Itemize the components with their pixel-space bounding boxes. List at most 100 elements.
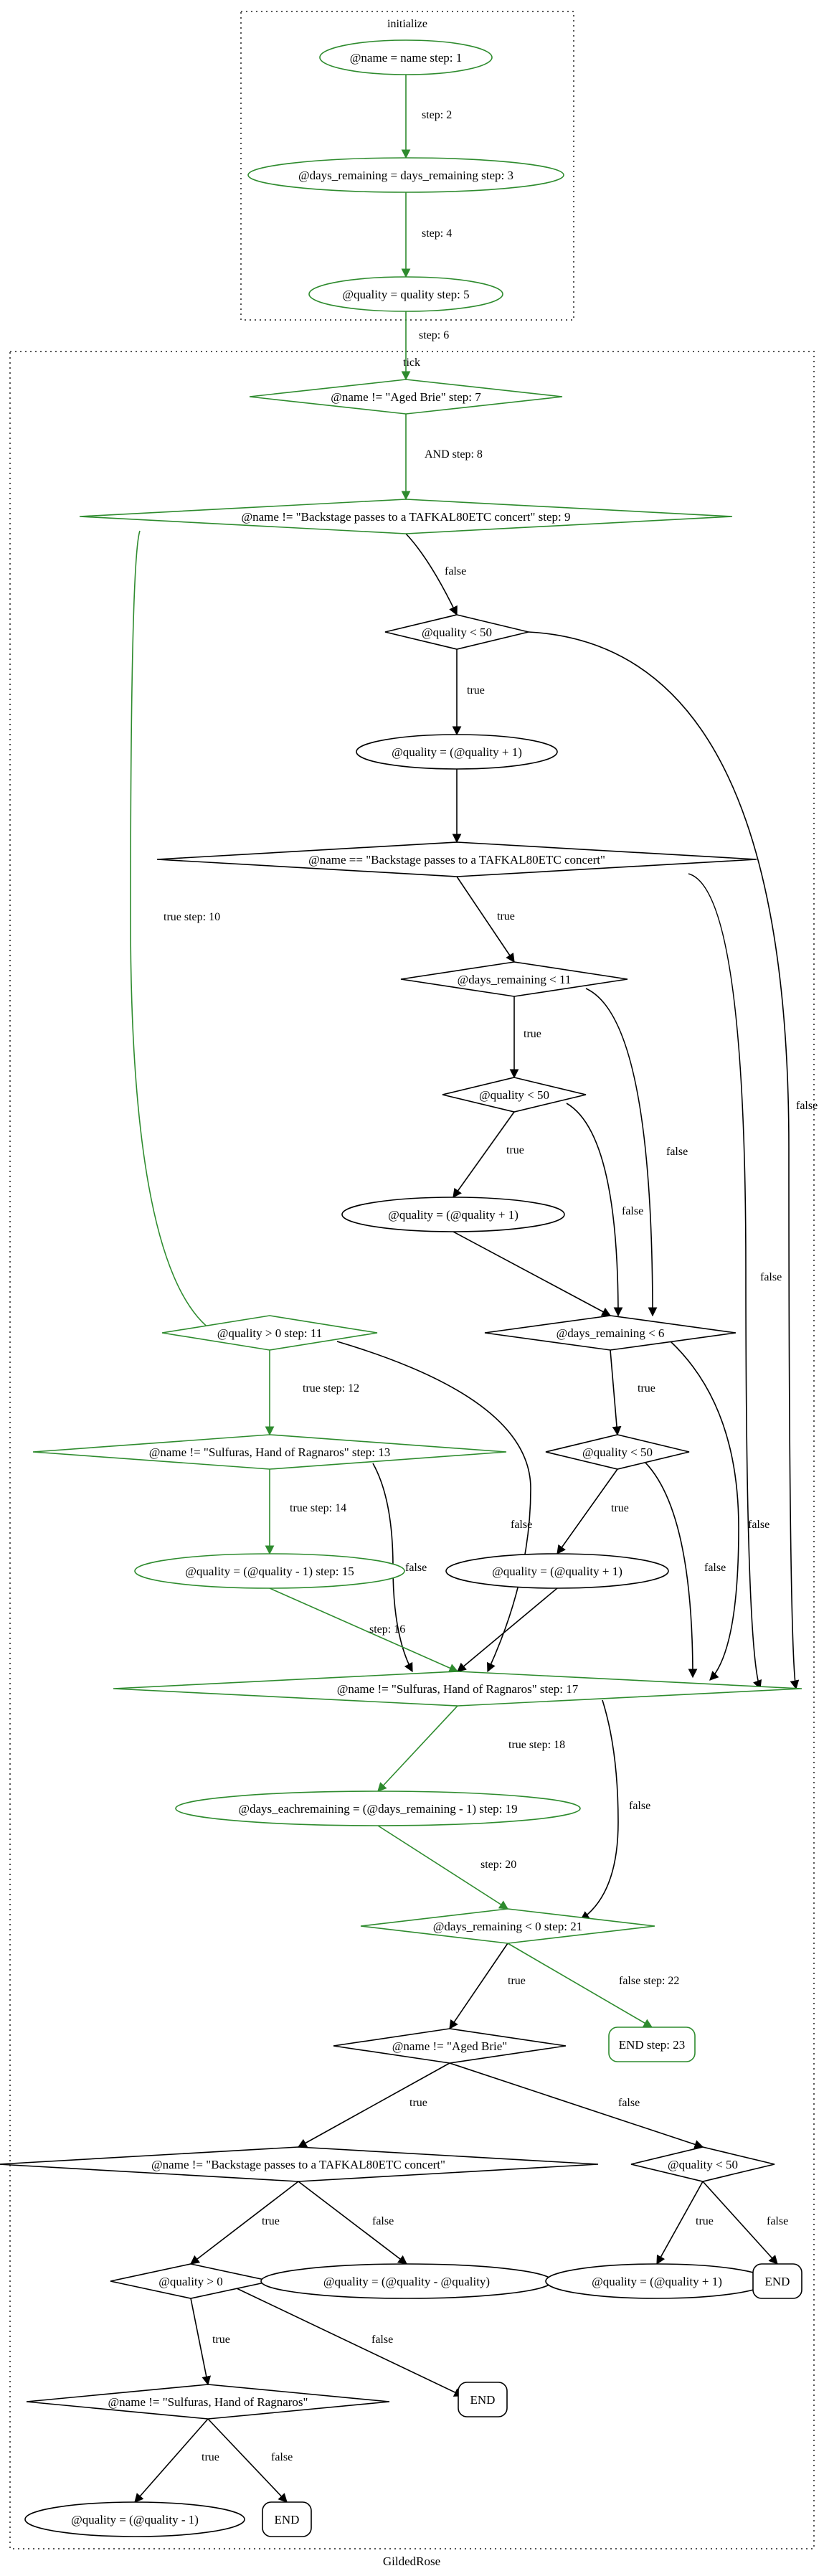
edge-qgt0-to-sulf3 — [190, 2298, 212, 2386]
node-qdec2-shape — [24, 2501, 245, 2537]
edge-q50c-to-n17-label: false — [704, 1562, 726, 1574]
edge-agedbrie2-to-q50d-label: false — [618, 2097, 640, 2109]
node-n1-label: @name = name step: 1 — [350, 51, 462, 65]
edge-q50c-to-n17 — [641, 1458, 698, 1679]
node-n17-shape — [113, 1671, 802, 1707]
edge-bseq-to-dr11 — [456, 876, 515, 963]
edge-dr11-to-q50b-label: true — [524, 1028, 541, 1040]
cluster-tick-label: tick — [403, 357, 420, 369]
node-dr6-shape — [484, 1315, 737, 1351]
node-n5-shape — [308, 276, 503, 312]
node-n19-label: @days_eachremaining = (@days_remaining -… — [238, 1802, 517, 1816]
node-n13-label: @name != "Sulfuras, Hand of Ragnaros" st… — [149, 1445, 391, 1459]
edge-q50b-to-dr6 — [566, 1103, 623, 1317]
edge-qgt0-to-end2 — [236, 2288, 464, 2397]
node-n3-label: @days_remaining = days_remaining step: 3 — [298, 169, 513, 182]
node-qdec2-label: @quality = (@quality - 1) — [71, 2513, 199, 2527]
node-n19-shape — [175, 1791, 581, 1826]
node-bsne: @name != "Backstage passes to a TAFKAL80… — [0, 2146, 599, 2182]
node-n17-label: @name != "Sulfuras, Hand of Ragnaros" st… — [337, 1682, 579, 1696]
node-qgt0-label: @quality > 0 — [158, 2275, 222, 2288]
node-n7: @name != "Aged Brie" step: 7 — [249, 379, 563, 415]
edge-dr6-to-n17 — [670, 1341, 739, 1681]
node-qdec2: @quality = (@quality - 1) — [24, 2501, 245, 2537]
node-end1-shape — [752, 2263, 802, 2299]
edge-agedbrie2-to-bsne-label: true — [409, 2097, 427, 2109]
edge-q50a-to-n17-label: false — [796, 1100, 818, 1112]
edge-n17-to-n19 — [377, 1705, 458, 1792]
edge-q50a-to-n17 — [528, 631, 800, 1690]
node-qzero: @quality = (@quality - @quality) — [260, 2263, 553, 2299]
node-dr6: @days_remaining < 6 — [484, 1315, 737, 1351]
edge-sulf3-to-qdec2 — [134, 2418, 209, 2503]
node-end3-shape — [262, 2501, 312, 2537]
node-qinc1-label: @quality = (@quality + 1) — [392, 745, 522, 759]
node-dr6-label: @days_remaining < 6 — [557, 1326, 665, 1340]
edge-q50c-to-qinc3-label: true — [611, 1502, 629, 1514]
node-bseq-shape — [156, 841, 757, 877]
edge-n13-to-n15-label: true step: 14 — [290, 1502, 346, 1514]
edge-agedbrie2-to-bsne — [297, 2062, 450, 2148]
edge-n1-to-n3-label: step: 2 — [422, 109, 452, 121]
node-n9: @name != "Backstage passes to a TAFKAL80… — [79, 499, 733, 534]
node-end3: END — [262, 2501, 312, 2537]
edge-dr6-to-q50c — [610, 1349, 622, 1436]
edge-dr6-to-q50c-label: true — [638, 1382, 655, 1395]
node-n13-shape — [32, 1434, 507, 1470]
node-qgt0: @quality > 0 — [110, 2263, 272, 2299]
cluster-initialize-label: initialize — [387, 18, 427, 30]
node-qinc3-shape — [445, 1553, 669, 1589]
node-n1: @name = name step: 1 — [319, 39, 493, 75]
node-n23-label: END step: 23 — [619, 2038, 686, 2052]
node-q50c: @quality < 50 — [545, 1434, 690, 1470]
edge-n7-to-n9-label: AND step: 8 — [425, 448, 483, 461]
edge-n21-to-n23 — [507, 1943, 653, 2028]
edge-n21-to-n23-label: false step: 22 — [619, 1975, 679, 1987]
edge-n11-to-n13-label: true step: 12 — [303, 1382, 359, 1395]
edge-n9-to-q50a — [405, 533, 458, 616]
node-end2: END — [458, 2382, 508, 2417]
node-n11-label: @quality > 0 step: 11 — [217, 1326, 322, 1340]
edge-n11-to-n17 — [336, 1341, 531, 1673]
node-end1-label: END — [765, 2275, 790, 2288]
node-bseq: @name == "Backstage passes to a TAFKAL80… — [156, 841, 757, 877]
edge-n19-to-n21 — [377, 1825, 509, 1910]
node-q50c-label: @quality < 50 — [582, 1445, 653, 1459]
node-qinc2-shape — [341, 1197, 565, 1232]
node-q50a-shape — [384, 614, 529, 650]
node-n7-label: @name != "Aged Brie" step: 7 — [331, 390, 481, 404]
edge-q50d-to-qinc4-label: true — [696, 2215, 714, 2227]
edge-n9-to-q50a-label: false — [445, 565, 466, 577]
edge-bsne-to-qgt0-label: true — [262, 2215, 280, 2227]
edge-dr11-to-dr6-label: false — [666, 1146, 688, 1158]
edge-n17-to-n21 — [579, 1699, 619, 1920]
cluster-initialize-frame — [240, 11, 574, 321]
edge-n15-to-n17-label: step: 16 — [369, 1623, 405, 1636]
node-n15-label: @quality = (@quality - 1) step: 15 — [185, 1565, 354, 1578]
edge-qinc3-to-n17 — [457, 1587, 558, 1672]
edge-n15-to-n17 — [269, 1587, 459, 1673]
node-layer: @name = name step: 1 @days_remaining = da… — [0, 39, 802, 2537]
edge-q50a-to-qinc1-label: true — [467, 684, 485, 697]
node-qinc3: @quality = (@quality + 1) — [445, 1553, 669, 1589]
edge-bseq-to-dr11-label: true — [497, 910, 515, 923]
edge-n21-to-agedbrie2-label: true — [508, 1975, 526, 1987]
node-bsne-shape — [0, 2146, 599, 2182]
node-bseq-label: @name == "Backstage passes to a TAFKAL80… — [308, 853, 605, 867]
edge-bsne-to-qgt0 — [189, 2181, 299, 2265]
edge-n17-to-n19-label: true step: 18 — [508, 1739, 565, 1751]
edge-bseq-to-n17-label: false — [760, 1271, 782, 1283]
node-agedbrie2: @name != "Aged Brie" — [333, 2028, 567, 2064]
node-end1: END — [752, 2263, 802, 2299]
edge-n17-to-n21-label: false — [629, 1800, 650, 1812]
edge-qgt0-to-end2-label: false — [371, 2334, 393, 2346]
node-n17: @name != "Sulfuras, Hand of Ragnaros" st… — [113, 1671, 802, 1707]
edge-qinc2-to-dr6 — [453, 1231, 612, 1316]
edge-n13-to-n17-label: false — [405, 1562, 427, 1574]
node-end3-label: END — [275, 2513, 300, 2527]
edge-n9-to-n11 — [130, 530, 217, 1334]
node-n15-shape — [134, 1553, 405, 1589]
node-n9-label: @name != "Backstage passes to a TAFKAL80… — [241, 510, 570, 524]
